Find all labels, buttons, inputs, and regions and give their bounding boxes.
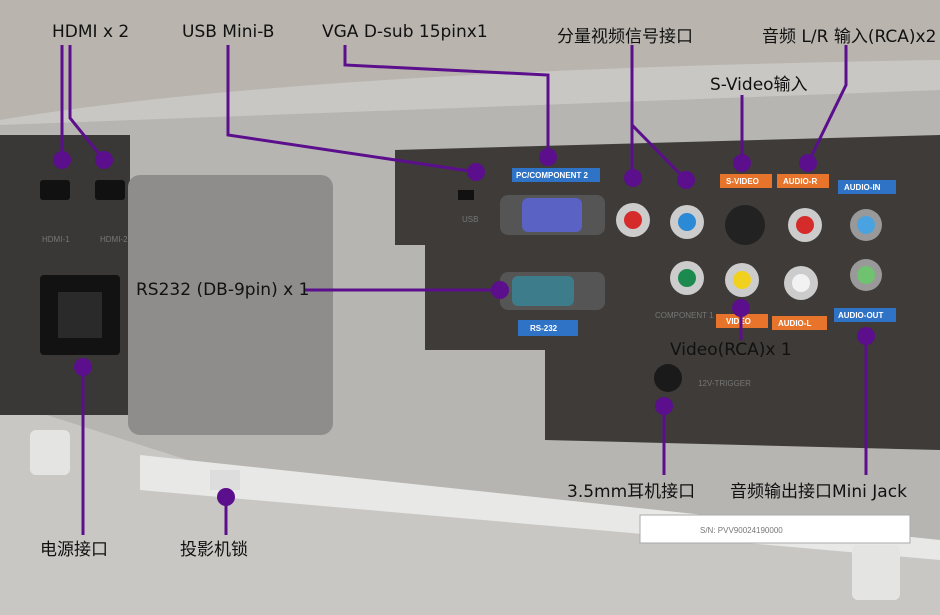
- serial-sticker: [639, 514, 911, 544]
- trigger-text: 12V-TRIGGER: [698, 379, 751, 388]
- callout-usb: USB Mini-B: [182, 22, 275, 42]
- component-y-jack: [678, 269, 696, 287]
- audio-out-jack: [857, 266, 875, 284]
- callout-lines: [60, 45, 868, 535]
- svideo-port: [725, 205, 765, 245]
- rs232-text: RS-232: [530, 324, 558, 333]
- hdmi2-port: [95, 180, 125, 200]
- vga-port: [522, 198, 582, 232]
- serial-number: S/N: PVV90024190000: [700, 526, 783, 535]
- audio-r-jack: [796, 216, 814, 234]
- headphone-jack: [654, 364, 682, 392]
- callout-hdmi: HDMI x 2: [52, 22, 130, 42]
- callout-vga: VGA D-sub 15pinx1: [322, 22, 488, 42]
- hdmi2-text: HDMI-2: [100, 235, 128, 244]
- audio-l-jack: [792, 274, 810, 292]
- foot-right: [852, 545, 900, 600]
- callout-headphone: 3.5mm耳机接口: [567, 482, 696, 502]
- callout-rs232: RS232 (DB-9pin) x 1: [136, 280, 310, 300]
- audio-out-text: AUDIO-OUT: [838, 311, 883, 320]
- foot-left: [30, 430, 70, 475]
- callout-audio-out: 音频输出接口Mini Jack: [730, 482, 907, 502]
- audio-in-jack: [857, 216, 875, 234]
- video-jack: [733, 271, 751, 289]
- callout-component: 分量视频信号接口: [557, 27, 693, 47]
- callout-dots: [53, 148, 875, 506]
- rs232-port: [512, 276, 574, 306]
- callout-video: Video(RCA)x 1: [670, 340, 792, 360]
- audio-r-text: AUDIO-R: [783, 177, 817, 186]
- audio-l-text: AUDIO-L: [778, 319, 811, 328]
- hdmi1-text: HDMI-1: [42, 235, 70, 244]
- usb-text: USB: [462, 215, 478, 224]
- svideo-text: S-VIDEO: [726, 177, 759, 186]
- rs232-tag: [518, 320, 578, 336]
- callout-power: 电源接口: [40, 540, 108, 560]
- cover-plate: [128, 175, 333, 435]
- component-pr-jack: [624, 211, 642, 229]
- usb-port: [458, 190, 474, 200]
- pc-component2-tag: [512, 168, 600, 182]
- video-text: VIDEO: [726, 317, 751, 326]
- component-pb-jack: [678, 213, 696, 231]
- callout-audio-lr: 音频 L/R 输入(RCA)x2: [762, 27, 937, 47]
- pc-component2-text: PC/COMPONENT 2: [516, 171, 589, 180]
- callout-svideo: S-Video输入: [710, 75, 808, 95]
- component1-text: COMPONENT 1: [655, 311, 714, 320]
- hdmi1-port: [40, 180, 70, 200]
- audio-in-text: AUDIO-IN: [844, 183, 881, 192]
- callout-lock: 投影机锁: [180, 540, 248, 560]
- kensington-lock: [210, 470, 240, 490]
